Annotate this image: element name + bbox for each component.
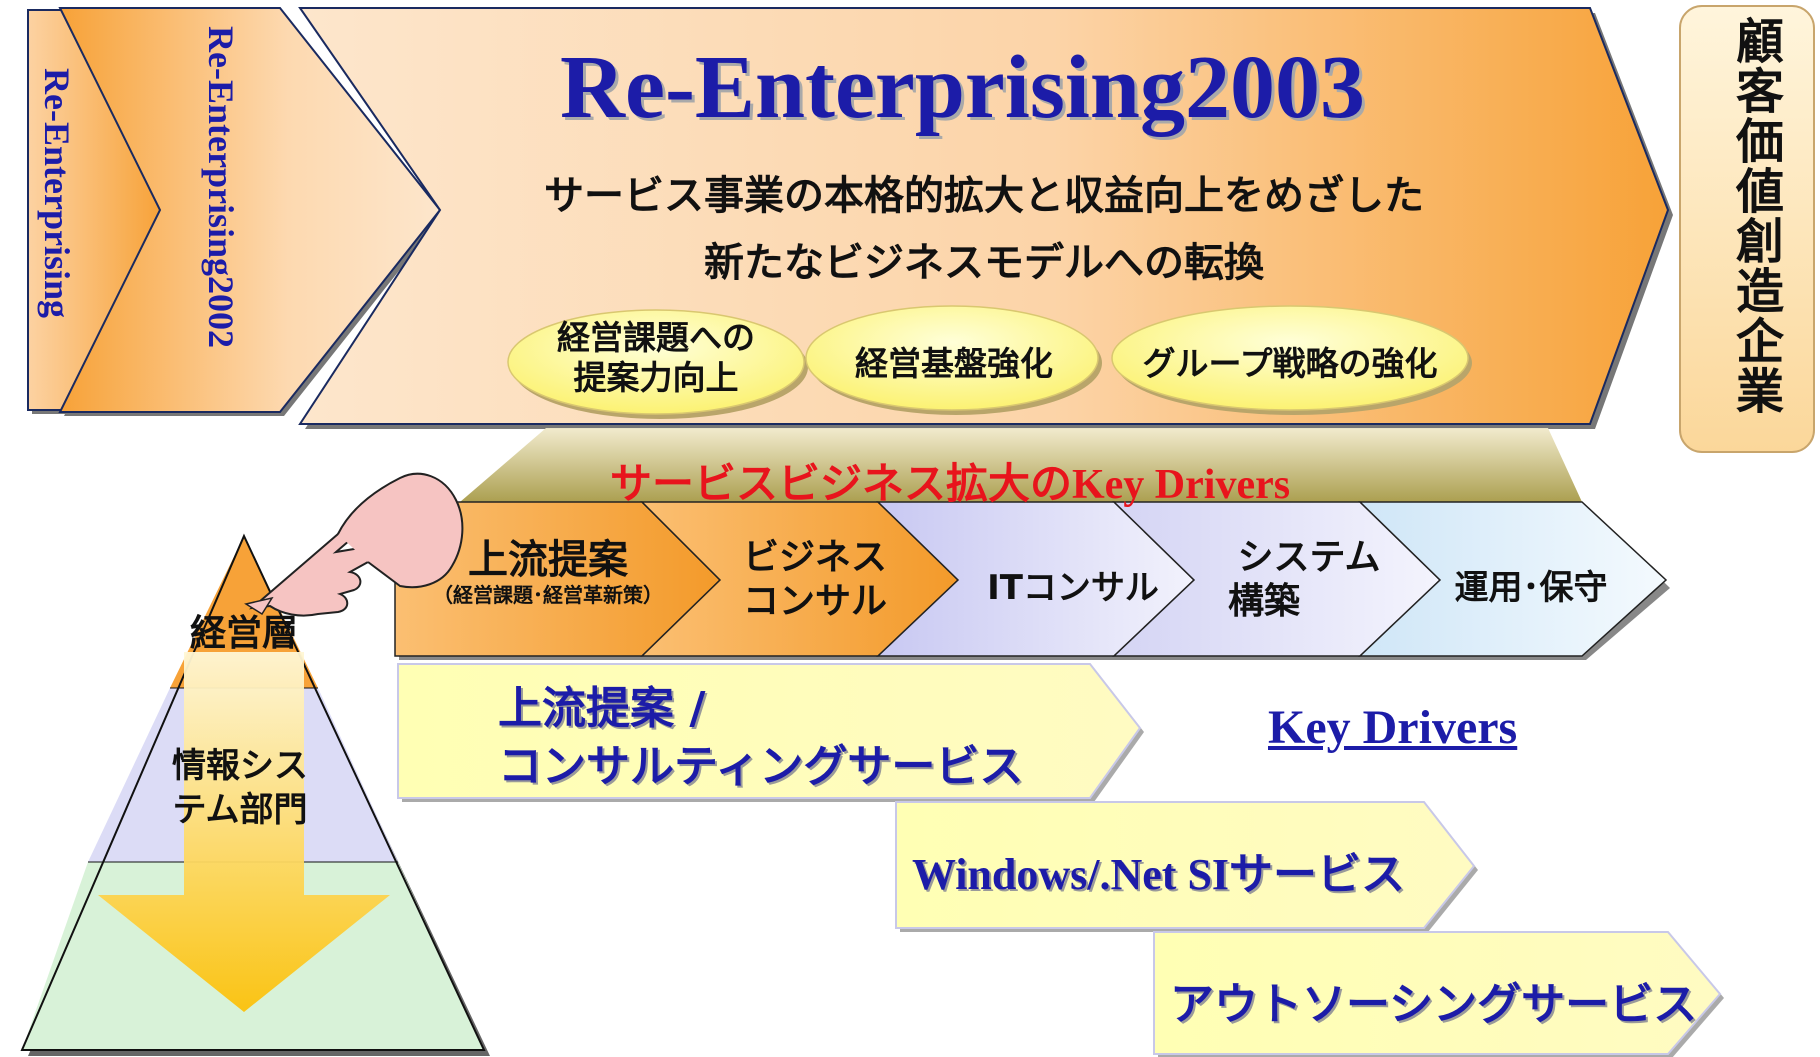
service-3-label: アウトソーシングサービス bbox=[1170, 979, 1698, 1030]
pyramid-down-arrow bbox=[98, 652, 390, 1012]
key-drivers-fan bbox=[460, 428, 1582, 502]
oval-1-line2: 提案力向上 bbox=[573, 358, 739, 397]
chain-step-system-build-line1: システム bbox=[1237, 537, 1381, 578]
phase3-line2: 新たなビジネスモデルへの転換 bbox=[704, 240, 1264, 286]
chain-step-upstream-label: 上流提案 （経営課題･経営革新策） bbox=[398, 538, 698, 608]
chain-step-business-consul-line2: コンサル bbox=[742, 581, 887, 622]
goal-pillar bbox=[1679, 5, 1815, 453]
pyramid-top-label: 経営層 bbox=[189, 613, 298, 654]
chain-step-system-build-line2: 構築 bbox=[1228, 581, 1301, 622]
chain-step-system-build-label: システム 構築 bbox=[1204, 536, 1414, 624]
oval-2-label: 経営基盤強化 bbox=[855, 344, 1053, 383]
chain-step-upstream-sub: （経営課題･経営革新策） bbox=[433, 583, 663, 607]
phase3-title: Re-Enterprising2003 bbox=[560, 38, 1365, 137]
phase2-chevron bbox=[58, 7, 444, 416]
service-1-label: 上流提案 / コンサルティングサービス bbox=[498, 680, 1023, 796]
oval-3 bbox=[1111, 305, 1472, 415]
goal-pillar-label: 顧客価値創造企業 bbox=[1727, 16, 1783, 416]
oval-3-label: グループ戦略の強化 bbox=[1142, 344, 1438, 383]
phase3-line1: サービス事業の本格的拡大と収益向上をめざした bbox=[544, 173, 1424, 219]
pyramid-middle-line1: 情報シス bbox=[172, 746, 308, 786]
oval-2 bbox=[805, 305, 1102, 415]
service-1-line1: 上流提案 / bbox=[498, 683, 706, 734]
service-arrow-1 bbox=[397, 663, 1144, 802]
chain-step-it-consul-label: ITコンサル bbox=[987, 568, 1159, 608]
phase1-label: Re-Enterprising bbox=[37, 68, 77, 318]
service-arrow-2 bbox=[895, 801, 1478, 932]
oval-1 bbox=[507, 309, 808, 419]
key-drivers-link[interactable]: Key Drivers bbox=[1268, 701, 1518, 754]
key-drivers-heading: サービスビジネス拡大のKey Drivers bbox=[610, 462, 1291, 508]
chain-step-business-consul-label: ビジネス コンサル bbox=[720, 536, 910, 624]
service-2-label: Windows/.Net SIサービス bbox=[912, 850, 1406, 899]
chain-step-operation bbox=[1358, 501, 1668, 657]
pyramid-middle-label: 情報シス テム部門 bbox=[140, 744, 340, 832]
service-arrow-3 bbox=[1153, 931, 1724, 1057]
phase2-label: Re-Enterprising2002 bbox=[201, 26, 241, 348]
chain-step-business-consul-line1: ビジネス bbox=[742, 537, 887, 578]
chain-step-operation-label: 運用･保守 bbox=[1454, 568, 1608, 608]
service-1-line2: コンサルティングサービス bbox=[498, 741, 1024, 792]
oval-1-line1: 経営課題への bbox=[557, 318, 755, 357]
pyramid-middle-line2: テム部門 bbox=[172, 790, 308, 830]
oval-1-label: 経営課題への 提案力向上 bbox=[510, 318, 802, 398]
pointing-hand-icon bbox=[244, 472, 464, 617]
chain-step-upstream-title: 上流提案 bbox=[468, 537, 628, 583]
